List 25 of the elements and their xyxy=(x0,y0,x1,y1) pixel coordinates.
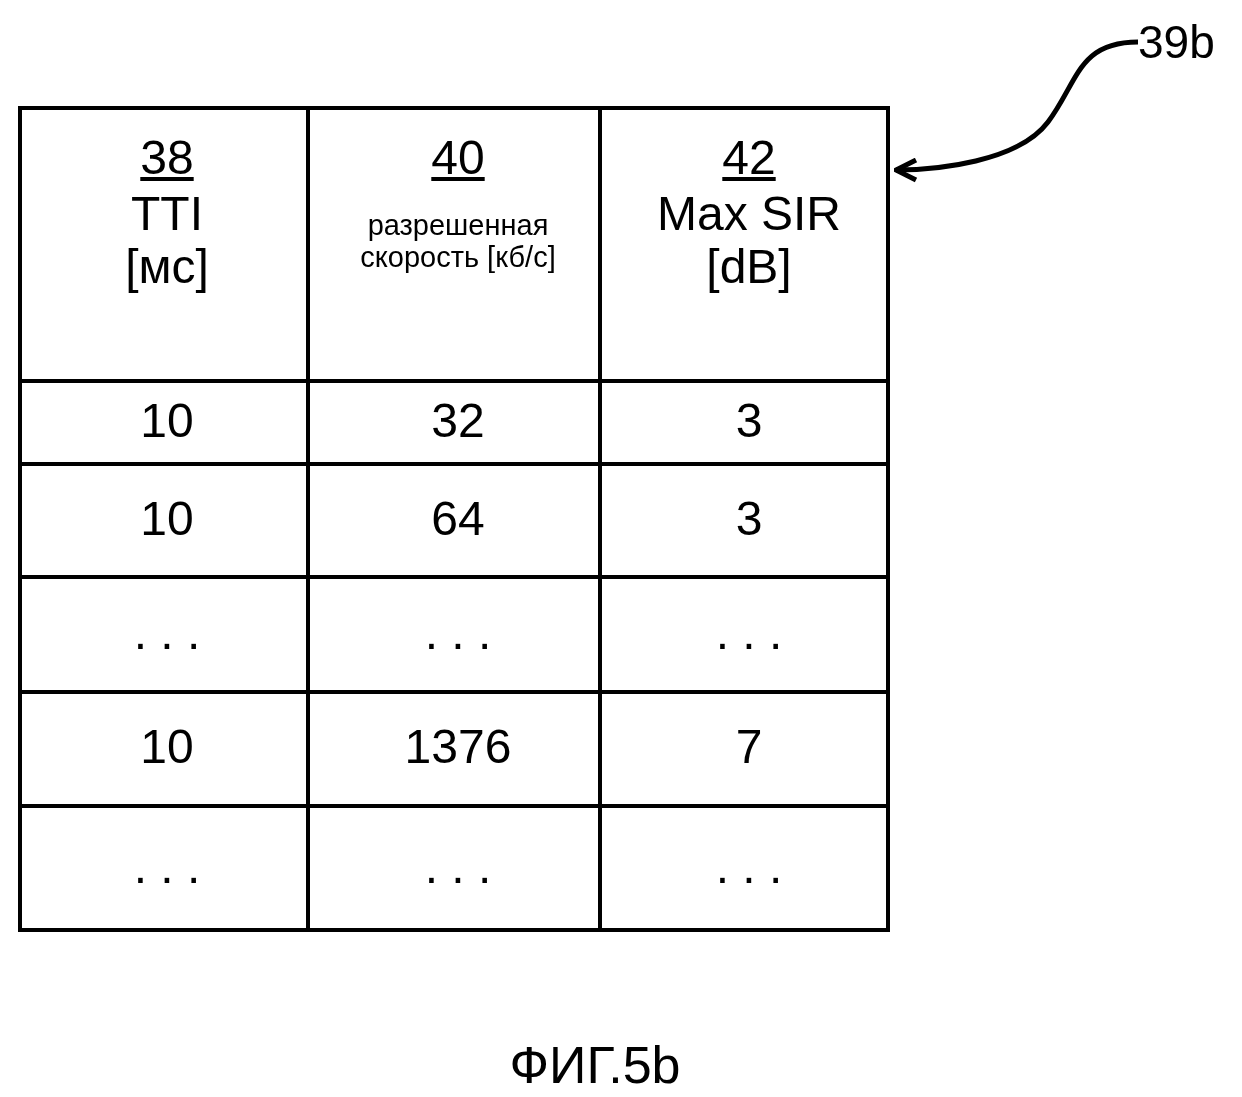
table-cell-text: . . . xyxy=(714,841,784,894)
reference-number: 42 xyxy=(721,132,777,185)
table-cell-text: . . . xyxy=(423,606,493,660)
table-cell-text: 1376 xyxy=(403,721,513,774)
reference-number: 40 xyxy=(430,132,486,185)
table-cell-text: . . . xyxy=(132,606,202,660)
table-cell-text: . . . xyxy=(714,606,784,660)
table-cell-text: 10 xyxy=(139,394,195,448)
figure-caption: ФИГ.5b xyxy=(508,1035,682,1095)
table-cell-text: 10 xyxy=(139,721,195,774)
data-table xyxy=(18,106,890,932)
table-cell-text: 10 xyxy=(139,492,195,546)
column-header: TTI [мс] xyxy=(124,188,210,294)
table-cell-text: . . . xyxy=(132,841,202,894)
table-cell-text: 3 xyxy=(734,492,764,546)
table-cell-text: 7 xyxy=(734,721,764,774)
reference-number: 39b xyxy=(1138,14,1234,70)
reference-number: 38 xyxy=(139,132,195,185)
column-header: Max SIR [dB] xyxy=(656,188,842,294)
column-header: разрешенная скорость [кб/с] xyxy=(359,210,557,274)
table-cell-text: 32 xyxy=(430,394,486,448)
leader-arrow xyxy=(893,39,1139,183)
table-cell-text: 3 xyxy=(734,394,764,448)
table-cell-text: 64 xyxy=(430,492,486,546)
table-cell-text: . . . xyxy=(423,841,493,894)
